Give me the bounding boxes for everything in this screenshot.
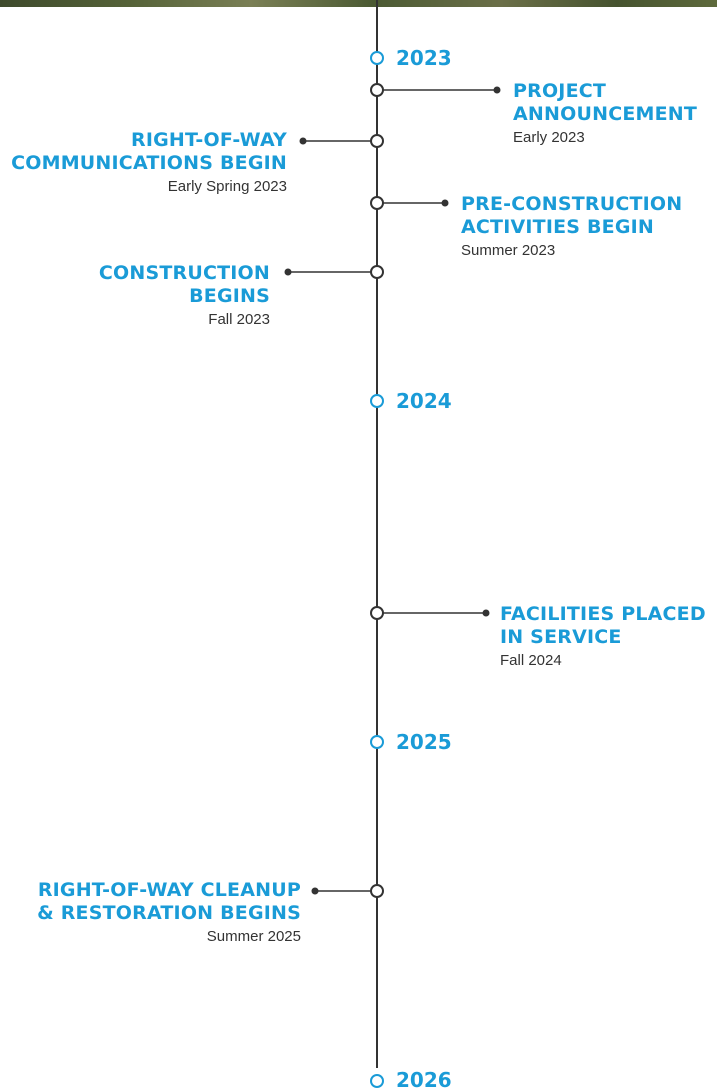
year-marker-2024: [370, 394, 384, 408]
event-node-construction-begins: [370, 265, 384, 279]
milestone-date: Early Spring 2023: [167, 177, 287, 195]
year-label-2024: 2024: [396, 389, 452, 413]
year-marker-2023: [370, 51, 384, 65]
milestone-title: RIGHT-OF-WAY: [131, 129, 287, 151]
header-photo-strip: [0, 0, 717, 7]
milestone-date: Fall 2024: [500, 651, 562, 669]
milestone-title: ACTIVITIES BEGIN: [461, 215, 654, 238]
milestone-title: BEGINS: [189, 284, 270, 307]
connector-dot-facilities-placed: [482, 609, 490, 617]
milestone-title: COMMUNICATIONS BEGIN: [11, 151, 287, 174]
milestone-title: PROJECT: [513, 80, 607, 102]
milestone-date: Early 2023: [513, 128, 585, 146]
year-marker-2026: [370, 1074, 384, 1088]
milestone-construction-begins: CONSTRUCTION BEGINS Fall 2023: [99, 262, 270, 329]
milestone-title: CONSTRUCTION: [98, 262, 270, 284]
connector-dot-right-of-way-communications: [299, 137, 307, 145]
event-node-project-announcement: [370, 83, 384, 97]
event-node-facilities-placed: [370, 606, 384, 620]
milestone-title: ANNOUNCEMENT: [513, 102, 698, 125]
milestone-pre-construction: PRE-CONSTRUCTION ACTIVITIES BEGIN Summer…: [461, 193, 682, 260]
milestone-title: PRE-CONSTRUCTION: [461, 193, 683, 215]
event-node-right-of-way-communications: [370, 134, 384, 148]
year-marker-2025: [370, 735, 384, 749]
year-label-2023: 2023: [396, 46, 452, 70]
connector-dot-project-announcement: [493, 86, 501, 94]
milestone-title: RIGHT-OF-WAY CLEANUP: [37, 879, 301, 901]
milestone-date: Summer 2025: [206, 927, 301, 945]
connector-dot-cleanup-restoration: [311, 887, 319, 895]
milestone-right-of-way-communications: RIGHT-OF-WAY COMMUNICATIONS BEGIN Early …: [11, 129, 287, 196]
event-node-pre-construction: [370, 196, 384, 210]
connector-dot-pre-construction: [441, 199, 449, 207]
milestone-date: Fall 2023: [208, 310, 270, 328]
connector-dot-construction-begins: [284, 268, 292, 276]
milestone-facilities-placed: FACILITIES PLACED IN SERVICE Fall 2024: [500, 603, 706, 670]
year-label-2026: 2026: [396, 1068, 452, 1092]
milestone-cleanup-restoration: RIGHT-OF-WAY CLEANUP & RESTORATION BEGIN…: [37, 879, 301, 946]
milestone-date: Summer 2023: [461, 241, 556, 259]
milestone-title: & RESTORATION BEGINS: [37, 901, 301, 924]
event-node-cleanup-restoration: [370, 884, 384, 898]
milestone-title: IN SERVICE: [500, 625, 622, 648]
milestone-project-announcement: PROJECT ANNOUNCEMENT Early 2023: [513, 80, 697, 147]
milestone-title: FACILITIES PLACED: [500, 603, 706, 625]
year-label-2025: 2025: [396, 730, 452, 754]
